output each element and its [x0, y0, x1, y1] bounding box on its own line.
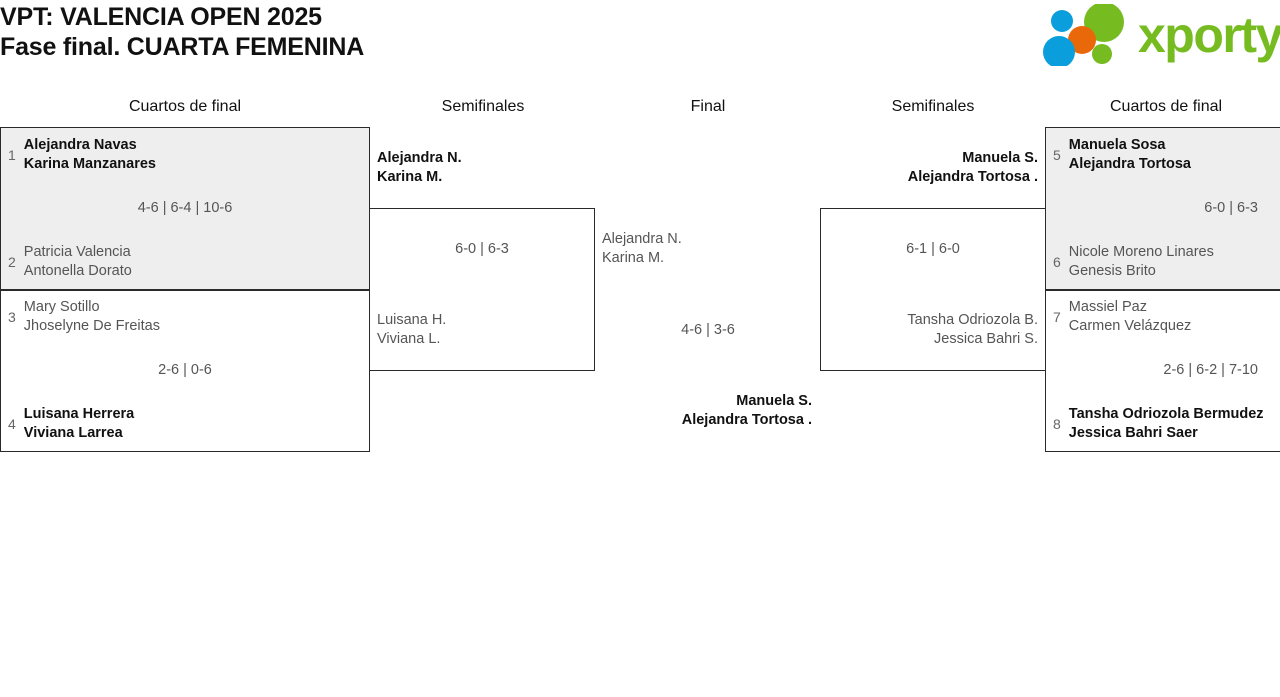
player-1: Luisana H. [377, 312, 447, 328]
player-1: Alejandra N. [602, 231, 682, 247]
player-2: Jessica Bahri S. [934, 331, 1038, 347]
match-box-qf-right-1[interactable] [1045, 127, 1280, 290]
round-header-final: Final [690, 98, 726, 115]
round-header-cuartos-right: Cuartos de final [1110, 98, 1223, 115]
seed-number: 7 [1053, 309, 1061, 325]
player-2: Jessica Bahri Saer [1068, 425, 1198, 441]
team-names: Tansha Odriozola B. Jessica Bahri S. [828, 311, 1038, 349]
team-qf-left-2-bottom[interactable]: 4 Luisana Herrera Viviana Larrea [8, 405, 134, 443]
player-1: Manuela S. [736, 393, 812, 409]
player-2: Jhoselyne De Freitas [23, 318, 160, 334]
player-1: Manuela Sosa [1068, 137, 1166, 153]
logo-dots-icon [1043, 2, 1124, 68]
seed-number: 3 [8, 309, 16, 325]
logo-wordmark: xporty [1138, 7, 1280, 63]
player-1: Alejandra Navas [23, 137, 137, 153]
player-1: Luisana Herrera [23, 406, 135, 422]
tournament-phase: Fase final. CUARTA FEMENINA [0, 33, 365, 61]
team-names: Alejandra Navas Karina Manzanares [24, 136, 156, 174]
match-box-qf-right-2[interactable] [1045, 290, 1280, 452]
player-1: Massiel Paz [1068, 299, 1147, 315]
player-2: Alejandra Tortosa . [681, 412, 812, 428]
score-qf-left-2: 2-6 | 0-6 [158, 362, 212, 378]
player-2: Alejandra Tortosa [1068, 156, 1191, 172]
score-qf-right-1: 6-0 | 6-3 [1204, 200, 1258, 216]
team-sf-right-top[interactable]: Manuela S. Alejandra Tortosa . [828, 149, 1038, 187]
team-names: Massiel Paz Carmen Velázquez [1069, 298, 1192, 336]
player-1: Alejandra N. [377, 150, 462, 166]
team-sf-left-bottom[interactable]: Luisana H. Viviana L. [377, 311, 446, 349]
team-qf-right-2-bottom[interactable]: 8 Tansha Odriozola Bermudez Jessica Bahr… [1053, 405, 1264, 443]
team-qf-left-1-bottom[interactable]: 2 Patricia Valencia Antonella Dorato [8, 243, 132, 281]
seed-number: 4 [8, 416, 16, 432]
player-1: Tansha Odriozola Bermudez [1068, 406, 1264, 422]
tournament-name: VPT: VALENCIA OPEN 2025 [0, 3, 322, 31]
page-title: VPT: VALENCIA OPEN 2025 Fase final. CUAR… [0, 2, 364, 62]
team-names: Alejandra N. Karina M. [602, 230, 682, 268]
team-names: Tansha Odriozola Bermudez Jessica Bahri … [1069, 405, 1264, 443]
score-qf-left-1: 4-6 | 6-4 | 10-6 [137, 200, 233, 216]
team-final-left[interactable]: Alejandra N. Karina M. [602, 230, 682, 268]
round-header-cuartos-left: Cuartos de final [128, 98, 242, 115]
player-2: Genesis Brito [1068, 263, 1156, 279]
seed-number: 6 [1053, 254, 1061, 270]
player-1: Mary Sotillo [23, 299, 100, 315]
team-qf-left-1-top[interactable]: 1 Alejandra Navas Karina Manzanares [8, 136, 156, 174]
player-2: Antonella Dorato [23, 263, 132, 279]
player-2: Carmen Velázquez [1068, 318, 1192, 334]
team-names: Manuela S. Alejandra Tortosa . [828, 149, 1038, 187]
team-names: Mary Sotillo Jhoselyne De Freitas [24, 298, 160, 336]
player-2: Alejandra Tortosa . [907, 169, 1038, 185]
seed-number: 8 [1053, 416, 1061, 432]
player-2: Viviana L. [377, 331, 441, 347]
score-sf-left: 6-0 | 6-3 [455, 241, 509, 257]
match-box-qf-left-2[interactable] [0, 290, 370, 452]
team-qf-right-1-top[interactable]: 5 Manuela Sosa Alejandra Tortosa [1053, 136, 1191, 174]
match-box-sf-right[interactable] [820, 208, 1046, 371]
team-qf-right-2-top[interactable]: 7 Massiel Paz Carmen Velázquez [1053, 298, 1191, 336]
team-names: Nicole Moreno Linares Genesis Brito [1069, 243, 1214, 281]
round-header-semis-left: Semifinales [441, 98, 525, 115]
player-1: Patricia Valencia [23, 244, 131, 260]
seed-number: 1 [8, 147, 16, 163]
player-2: Viviana Larrea [23, 425, 123, 441]
team-final-right[interactable]: Manuela S. Alejandra Tortosa . [612, 392, 812, 430]
player-1: Nicole Moreno Linares [1068, 244, 1214, 260]
team-qf-left-2-top[interactable]: 3 Mary Sotillo Jhoselyne De Freitas [8, 298, 160, 336]
match-box-qf-left-1[interactable] [0, 127, 370, 290]
round-header-semis-right: Semifinales [891, 98, 975, 115]
player-2: Karina M. [377, 169, 443, 185]
match-box-sf-left[interactable] [369, 208, 595, 371]
team-sf-right-bottom[interactable]: Tansha Odriozola B. Jessica Bahri S. [828, 311, 1038, 349]
team-names: Alejandra N. Karina M. [377, 149, 462, 187]
player-1: Manuela S. [962, 150, 1038, 166]
seed-number: 2 [8, 254, 16, 270]
player-1: Tansha Odriozola B. [907, 312, 1038, 328]
player-2: Karina Manzanares [23, 156, 156, 172]
team-sf-left-top[interactable]: Alejandra N. Karina M. [377, 149, 462, 187]
score-sf-right: 6-1 | 6-0 [906, 241, 960, 257]
team-names: Patricia Valencia Antonella Dorato [24, 243, 132, 281]
seed-number: 5 [1053, 147, 1061, 163]
score-final: 4-6 | 3-6 [681, 322, 735, 338]
team-names: Manuela Sosa Alejandra Tortosa [1069, 136, 1191, 174]
player-2: Karina M. [602, 250, 665, 266]
score-qf-right-2: 2-6 | 6-2 | 7-10 [1163, 362, 1258, 378]
team-names: Luisana H. Viviana L. [377, 311, 446, 349]
xporty-logo: xporty [1042, 2, 1280, 68]
team-names: Luisana Herrera Viviana Larrea [24, 405, 134, 443]
team-names: Manuela S. Alejandra Tortosa . [612, 392, 812, 430]
team-qf-right-1-bottom[interactable]: 6 Nicole Moreno Linares Genesis Brito [1053, 243, 1214, 281]
